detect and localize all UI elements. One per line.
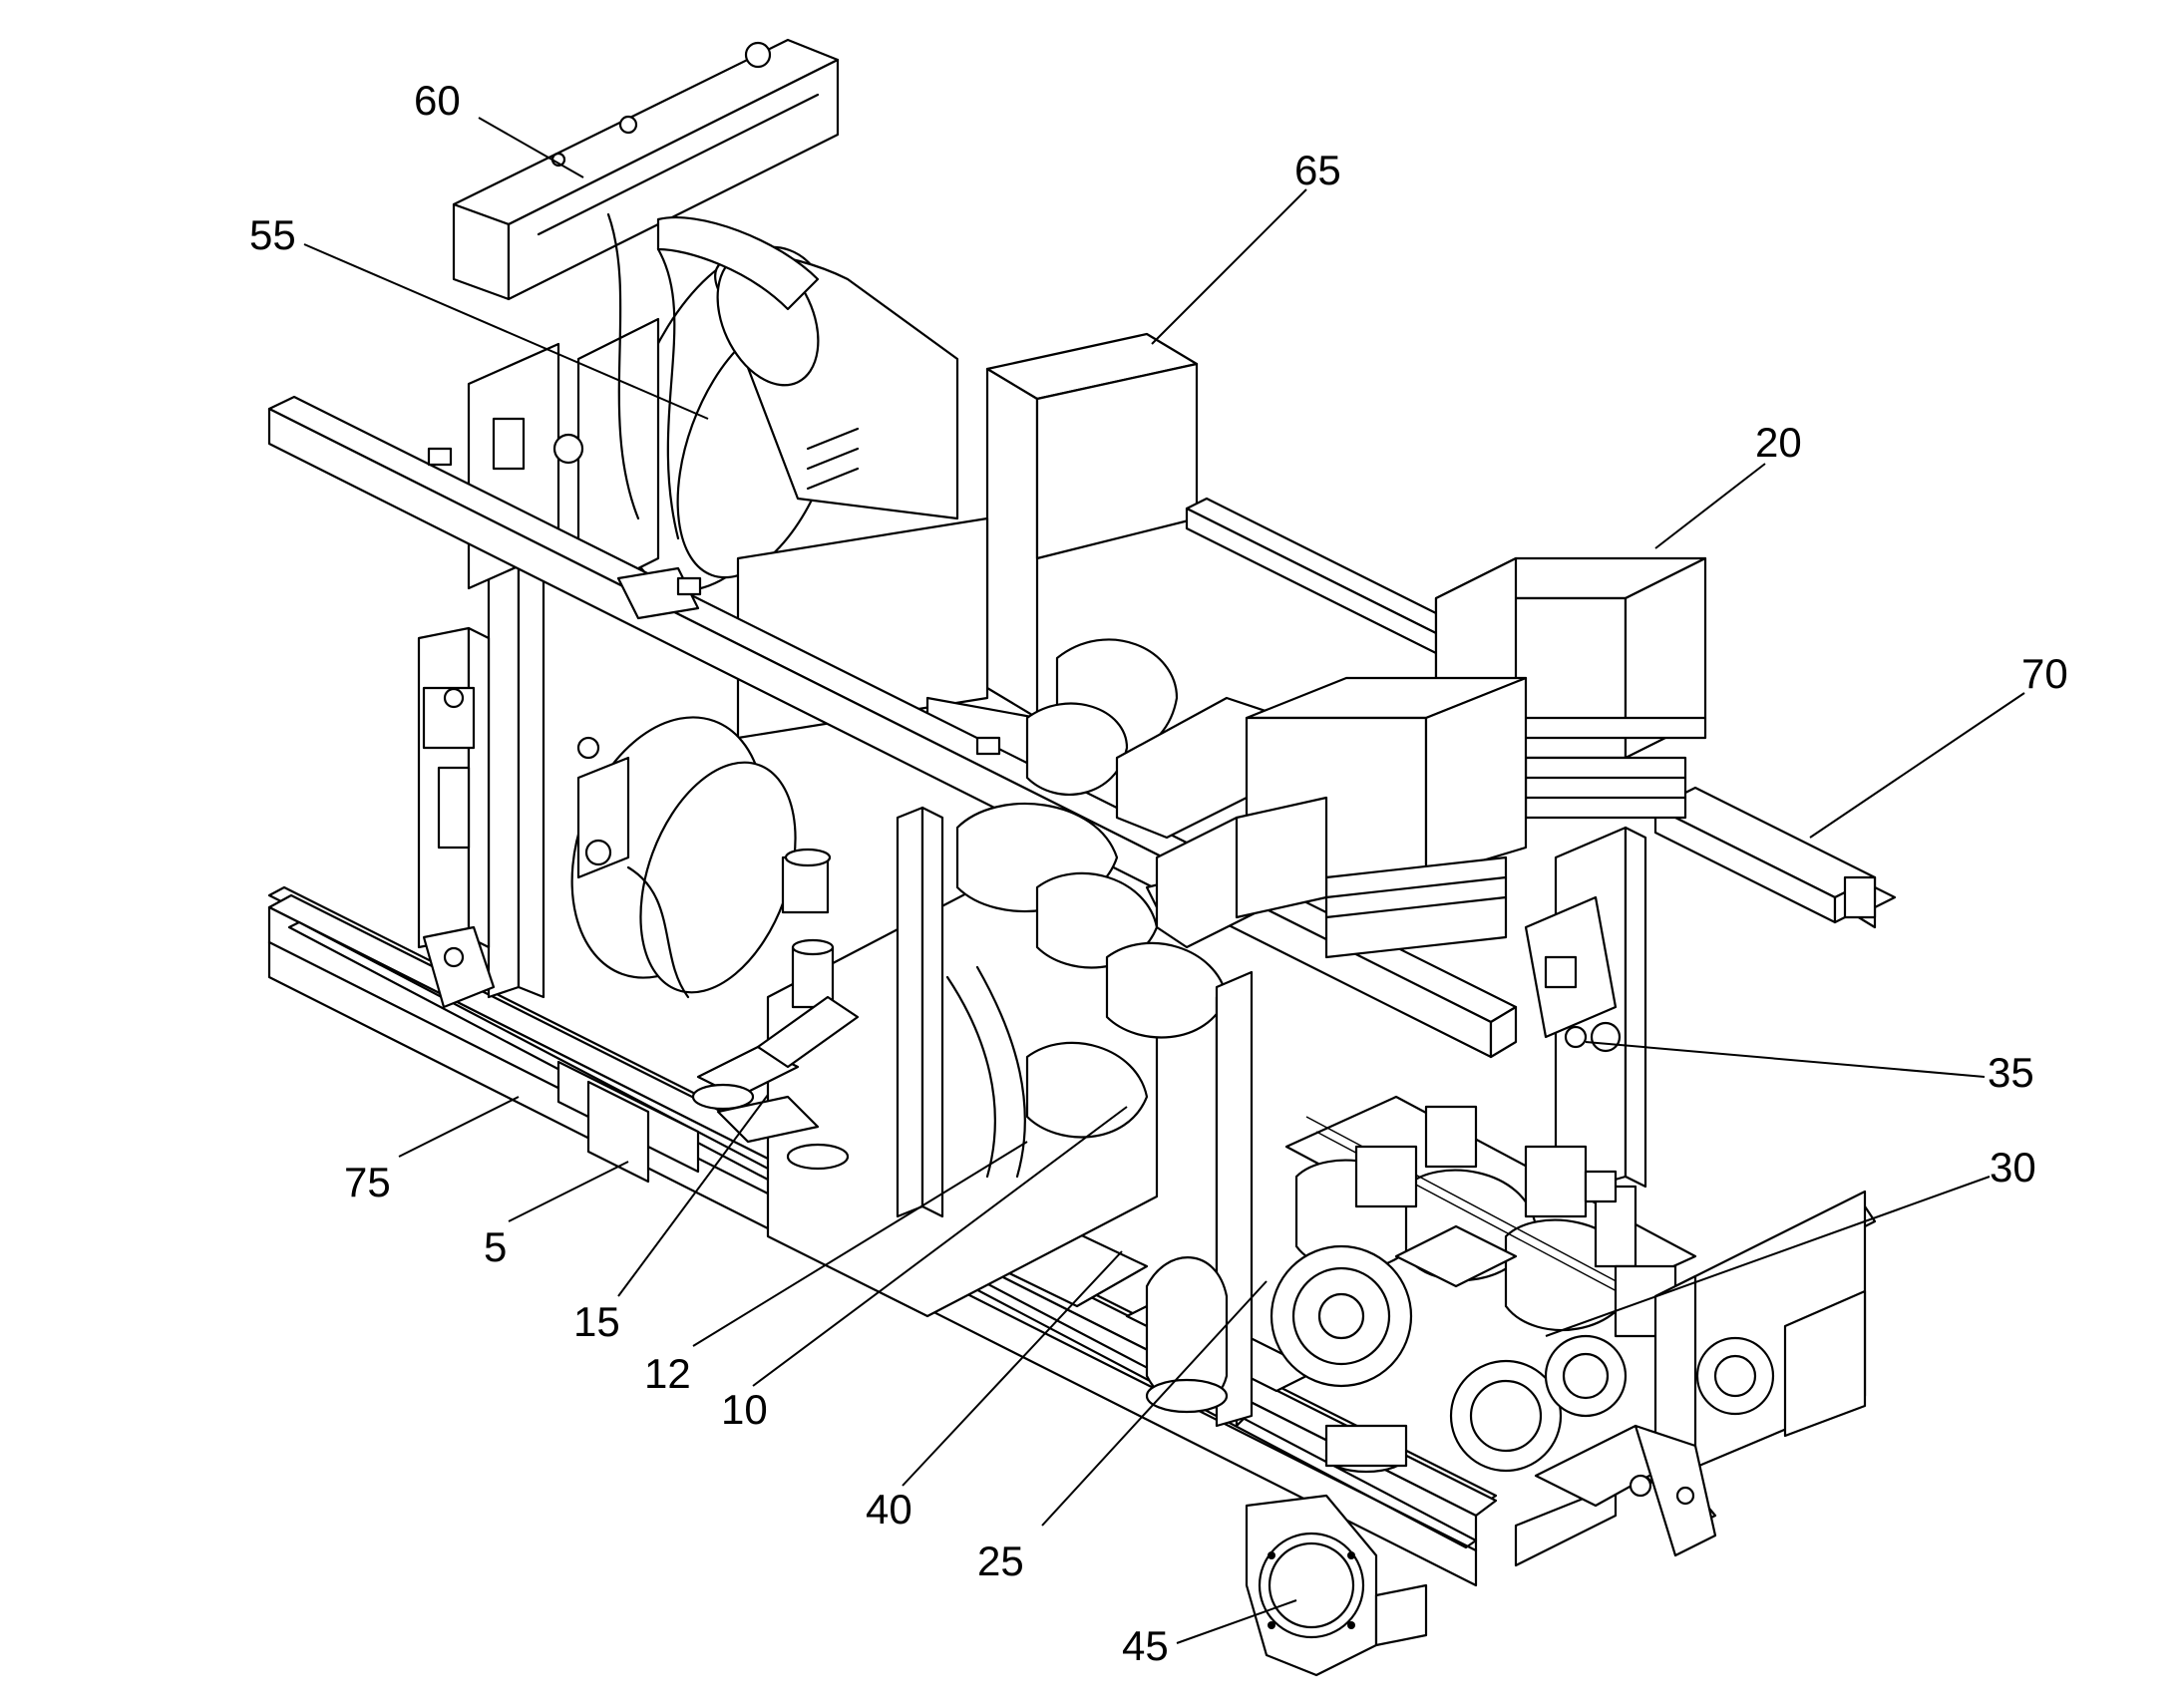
label-5: 5 [484, 1223, 507, 1270]
right-extension-arm [1653, 786, 1877, 924]
label-65: 65 [1294, 147, 1341, 193]
label-20: 20 [1755, 419, 1802, 466]
leader-45 [1176, 1599, 1297, 1644]
leader-15 [617, 1094, 769, 1297]
leader-lines [303, 117, 2025, 1644]
leader-10 [752, 1106, 1128, 1387]
leader-55 [303, 243, 709, 420]
lower-fan-assembly [570, 716, 797, 999]
label-10: 10 [721, 1386, 768, 1433]
air-intake-elbow [656, 215, 959, 520]
label-35: 35 [1988, 1049, 2034, 1096]
engine-block [766, 638, 1288, 1428]
label-60: 60 [414, 77, 461, 124]
label-15: 15 [573, 1298, 620, 1345]
leader-20 [1654, 463, 1766, 549]
coupling-housing [1145, 1256, 1408, 1474]
label-45: 45 [1122, 1622, 1169, 1669]
leader-5 [508, 1161, 629, 1222]
leader-70 [1809, 692, 2025, 839]
leader-12 [692, 1141, 1028, 1347]
hydraulic-pump-group [1270, 1095, 1775, 1528]
leader-60 [478, 117, 584, 178]
leader-75 [398, 1096, 520, 1158]
electrical-box-front [1235, 676, 1528, 959]
label-40: 40 [866, 1486, 912, 1533]
top-cross-beam-tank [452, 38, 840, 301]
center-vertical-posts [896, 806, 1254, 1428]
label-70: 70 [2021, 650, 2068, 697]
leader-25 [1041, 1280, 1268, 1527]
label-55: 55 [249, 211, 296, 258]
leader-40 [902, 1250, 1123, 1487]
left-frame-posts [417, 561, 545, 1009]
reference-numerals: 60 55 65 20 70 35 30 75 5 15 12 10 40 25… [249, 77, 2068, 1669]
label-25: 25 [977, 1537, 1024, 1584]
filter-housings [691, 848, 860, 1171]
label-30: 30 [1990, 1144, 2036, 1191]
leader-35 [1585, 1041, 1986, 1078]
right-mount-bracket [1534, 1424, 1717, 1557]
leader-30 [1545, 1176, 1991, 1337]
bottom-mount-plate [1245, 1484, 1618, 1677]
label-12: 12 [644, 1350, 691, 1397]
label-75: 75 [344, 1159, 391, 1205]
support-bracket-column [1524, 826, 1647, 1198]
leader-65 [1151, 188, 1307, 345]
